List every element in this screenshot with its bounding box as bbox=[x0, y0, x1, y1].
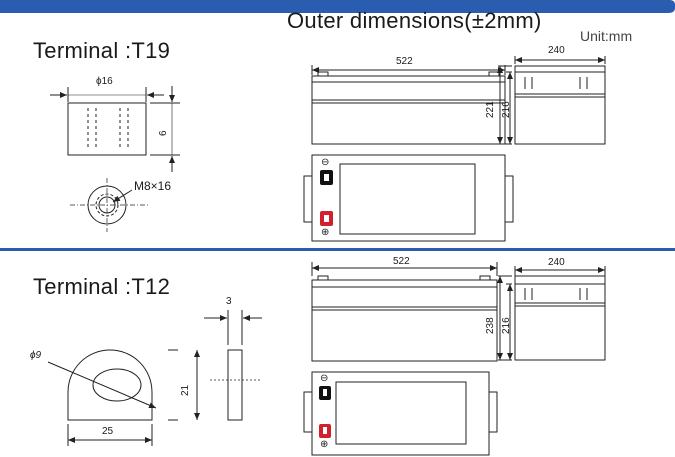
unit-label: Unit:mm bbox=[580, 28, 633, 44]
top-positive-symbol: ⊕ bbox=[321, 227, 330, 238]
bottom-length-label: 522 bbox=[393, 256, 410, 267]
t19-height-label: 6 bbox=[158, 130, 169, 136]
bottom-width-label: 240 bbox=[548, 257, 565, 268]
positive-terminal-icon-top bbox=[320, 211, 333, 226]
top-length-label: 522 bbox=[396, 56, 413, 67]
header-band bbox=[0, 0, 675, 13]
terminal-t12-label: Terminal :T12 bbox=[33, 274, 171, 299]
t12-width-label: 25 bbox=[102, 426, 114, 437]
t12-diameter-label: ϕ9 bbox=[30, 350, 42, 361]
battery-side-view-bottom bbox=[497, 266, 606, 361]
top-negative-symbol: ⊖ bbox=[321, 157, 330, 168]
t12-thickness-label: 3 bbox=[226, 296, 232, 307]
negative-terminal-icon-top bbox=[320, 170, 333, 185]
bottom-negative-symbol: ⊖ bbox=[320, 373, 329, 384]
battery-plan-view-top bbox=[303, 154, 514, 242]
bottom-positive-symbol: ⊕ bbox=[320, 439, 329, 450]
top-case-height-label: 216 bbox=[501, 101, 512, 118]
top-width-label: 240 bbox=[548, 45, 565, 56]
terminal-t19-label: Terminal :T19 bbox=[33, 38, 171, 63]
battery-plan-view-bottom bbox=[303, 371, 498, 456]
bottom-total-height-label: 238 bbox=[485, 317, 496, 334]
t19-diameter-label: ϕ16 bbox=[96, 76, 113, 87]
negative-terminal-icon-bottom bbox=[319, 386, 331, 400]
bottom-case-height-label: 216 bbox=[501, 317, 512, 334]
terminal-t12-drawing bbox=[47, 310, 262, 446]
top-total-height-label: 221 bbox=[485, 101, 496, 118]
positive-terminal-icon-bottom bbox=[319, 424, 331, 438]
section-divider bbox=[0, 248, 675, 251]
t12-height-label: 21 bbox=[180, 384, 191, 396]
battery-side-view-top bbox=[497, 56, 606, 145]
terminal-t19-drawing bbox=[50, 86, 180, 232]
t19-bolt-label: M8×16 bbox=[134, 179, 172, 193]
page-title: Outer dimensions(±2mm) bbox=[287, 8, 542, 33]
battery-front-view-top bbox=[311, 65, 506, 145]
battery-front-view-bottom bbox=[311, 262, 498, 362]
